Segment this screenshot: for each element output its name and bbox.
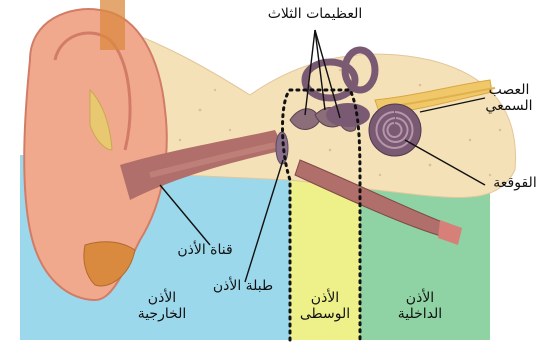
label-inner-ear-line1: الأذن [370, 290, 470, 306]
label-inner-ear-line2: الداخلية [370, 306, 470, 322]
label-middle-ear-line1: الأذن [290, 290, 360, 306]
label-ear-canal: قناة الأذن [165, 242, 245, 258]
label-outer-ear: الأذن الخارجية [112, 290, 212, 322]
label-middle-ear: الأذن الوسطى [290, 290, 360, 322]
label-ossicles: العظيمات الثلاث [250, 6, 380, 22]
cochlea [369, 104, 421, 156]
label-middle-ear-line2: الوسطى [290, 306, 360, 322]
label-outer-ear-line2: الخارجية [112, 306, 212, 322]
label-auditory-nerve-line2: السمعي [470, 98, 548, 114]
label-outer-ear-line1: الأذن [112, 290, 212, 306]
label-auditory-nerve-line1: العصب [470, 82, 548, 98]
label-auditory-nerve: العصب السمعي [470, 82, 548, 114]
label-cochlea: القوقعة [480, 175, 550, 191]
label-inner-ear: الأذن الداخلية [370, 290, 470, 322]
